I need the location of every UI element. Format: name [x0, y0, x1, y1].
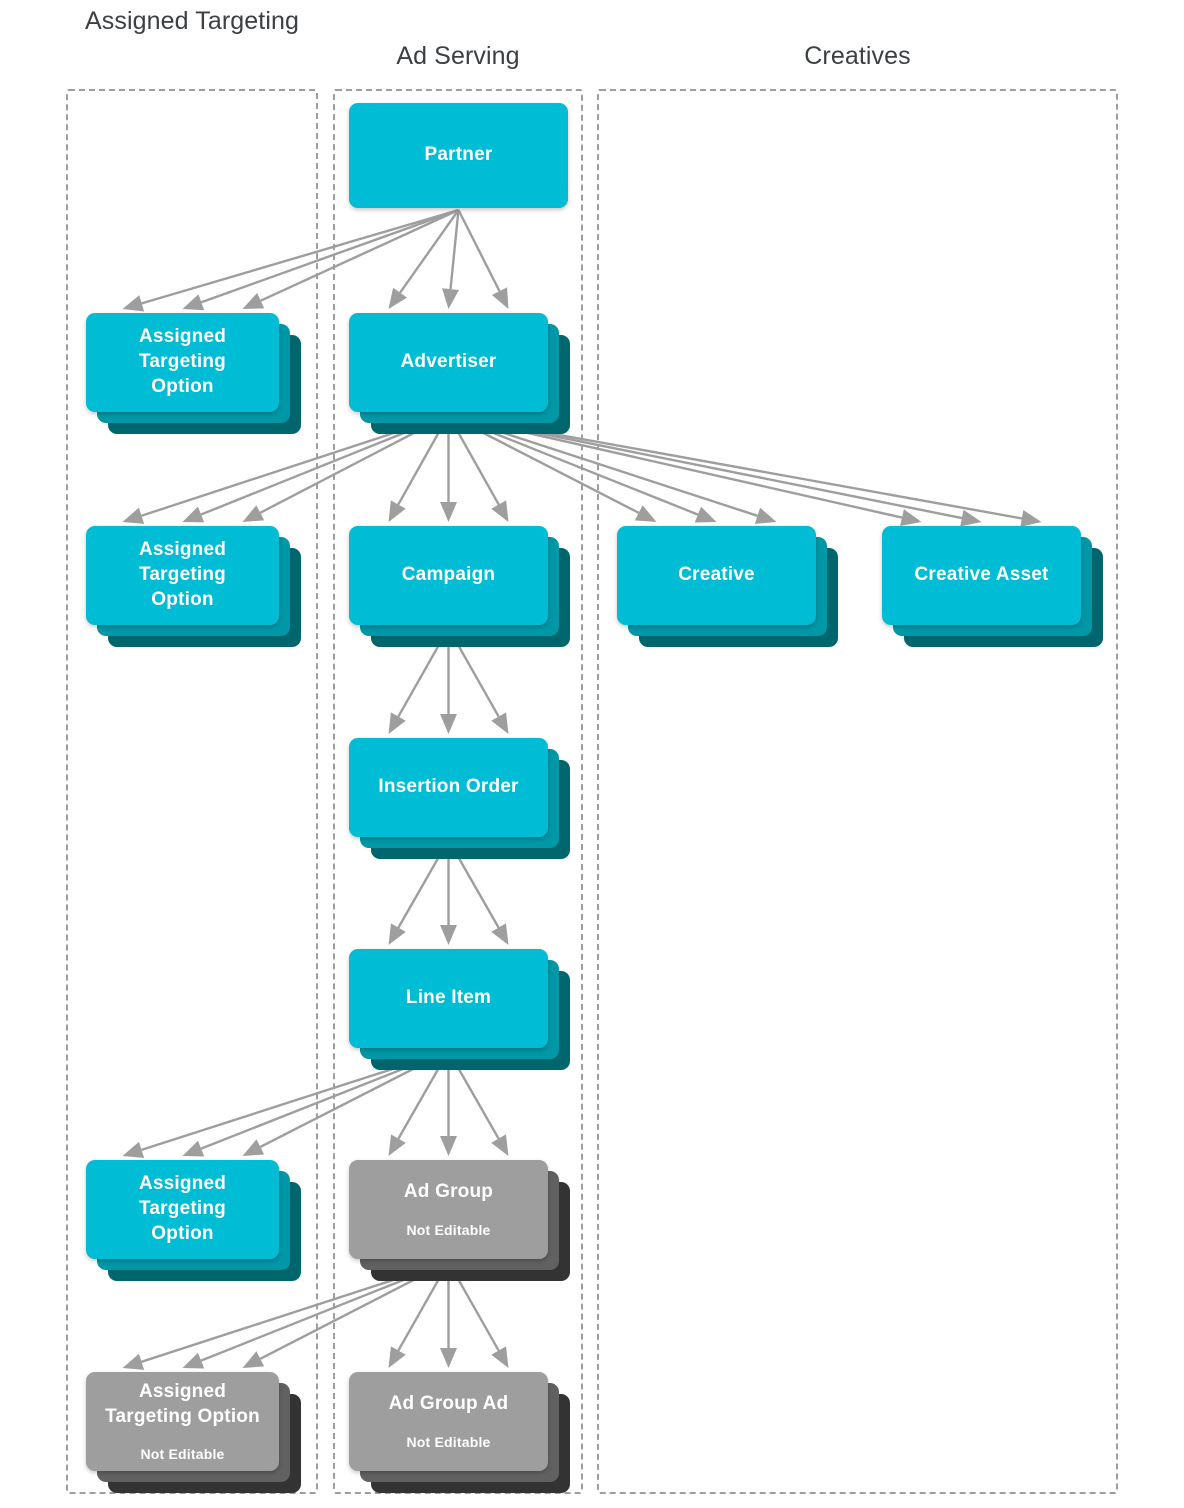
node-label: Assigned Targeting Option [138, 1173, 227, 1244]
node-card-body: Partner [349, 103, 568, 208]
node-card[interactable]: Ad Group Ad Not Editable [349, 1372, 548, 1471]
node-card-body: Creative Asset [882, 526, 1081, 625]
node-label: Partner [424, 144, 493, 166]
lane-title-ad-serving: Ad Serving [396, 42, 520, 70]
node-card[interactable]: Assigned Targeting Option [86, 313, 279, 412]
node-label: Ad Group [403, 1181, 494, 1203]
node-card[interactable]: Creative [617, 526, 816, 625]
node-card-body: Assigned Targeting Option [86, 313, 279, 412]
node-assigned-targeting-option-advertiser[interactable]: Assigned Targeting Option [86, 526, 301, 647]
node-assigned-targeting-option-partner[interactable]: Assigned Targeting Option [86, 313, 301, 434]
node-card[interactable]: Assigned Targeting Option [86, 1160, 279, 1259]
node-card-body: Assigned Targeting Option [86, 526, 279, 625]
node-card-body: Ad Group Ad Not Editable [349, 1372, 548, 1471]
node-creative-asset[interactable]: Creative Asset [882, 526, 1103, 647]
node-advertiser[interactable]: Advertiser [349, 313, 570, 434]
lane-title-creatives: Creatives [804, 42, 911, 70]
lane-box-ad-serving [333, 89, 583, 1494]
node-label: Assigned Targeting Option [105, 1380, 260, 1427]
node-card[interactable]: Line Item [349, 949, 548, 1048]
node-campaign[interactable]: Campaign [349, 526, 570, 647]
node-card[interactable]: Campaign [349, 526, 548, 625]
node-card[interactable]: Advertiser [349, 313, 548, 412]
node-label: Creative Asset [914, 564, 1049, 586]
node-card-body: Advertiser [349, 313, 548, 412]
node-card[interactable]: Partner [349, 103, 568, 208]
node-partner[interactable]: Partner [349, 103, 590, 230]
node-sublabel: Not Editable [406, 1221, 491, 1238]
node-label: Ad Group Ad [388, 1393, 509, 1415]
node-insertion-order[interactable]: Insertion Order [349, 738, 570, 859]
lane-box-creatives [597, 89, 1118, 1494]
node-assigned-targeting-option-lineitem[interactable]: Assigned Targeting Option [86, 1160, 301, 1281]
node-label: Campaign [401, 564, 496, 586]
node-label: Line Item [405, 987, 492, 1009]
node-card[interactable]: Assigned Targeting Option [86, 526, 279, 625]
node-label: Insertion Order [378, 776, 519, 798]
node-card-body: Creative [617, 526, 816, 625]
node-card-body: Insertion Order [349, 738, 548, 837]
lane-title-assigned-targeting: Assigned Targeting [85, 7, 299, 35]
node-line-item[interactable]: Line Item [349, 949, 570, 1070]
node-creative[interactable]: Creative [617, 526, 838, 647]
lane-box-assigned-targeting [66, 89, 318, 1494]
node-label: Advertiser [400, 351, 497, 373]
node-sublabel: Not Editable [140, 1446, 225, 1463]
node-ad-group-ad[interactable]: Ad Group Ad Not Editable [349, 1372, 570, 1493]
node-card[interactable]: Insertion Order [349, 738, 548, 837]
node-label: Assigned Targeting Option [138, 539, 227, 610]
node-card-body: Assigned Targeting Option [86, 1160, 279, 1259]
node-card[interactable]: Creative Asset [882, 526, 1081, 625]
node-card-body: Line Item [349, 949, 548, 1048]
node-label: Creative [678, 564, 755, 586]
node-label: Assigned Targeting Option [138, 326, 227, 397]
node-card-body: Campaign [349, 526, 548, 625]
node-sublabel: Not Editable [406, 1433, 491, 1450]
